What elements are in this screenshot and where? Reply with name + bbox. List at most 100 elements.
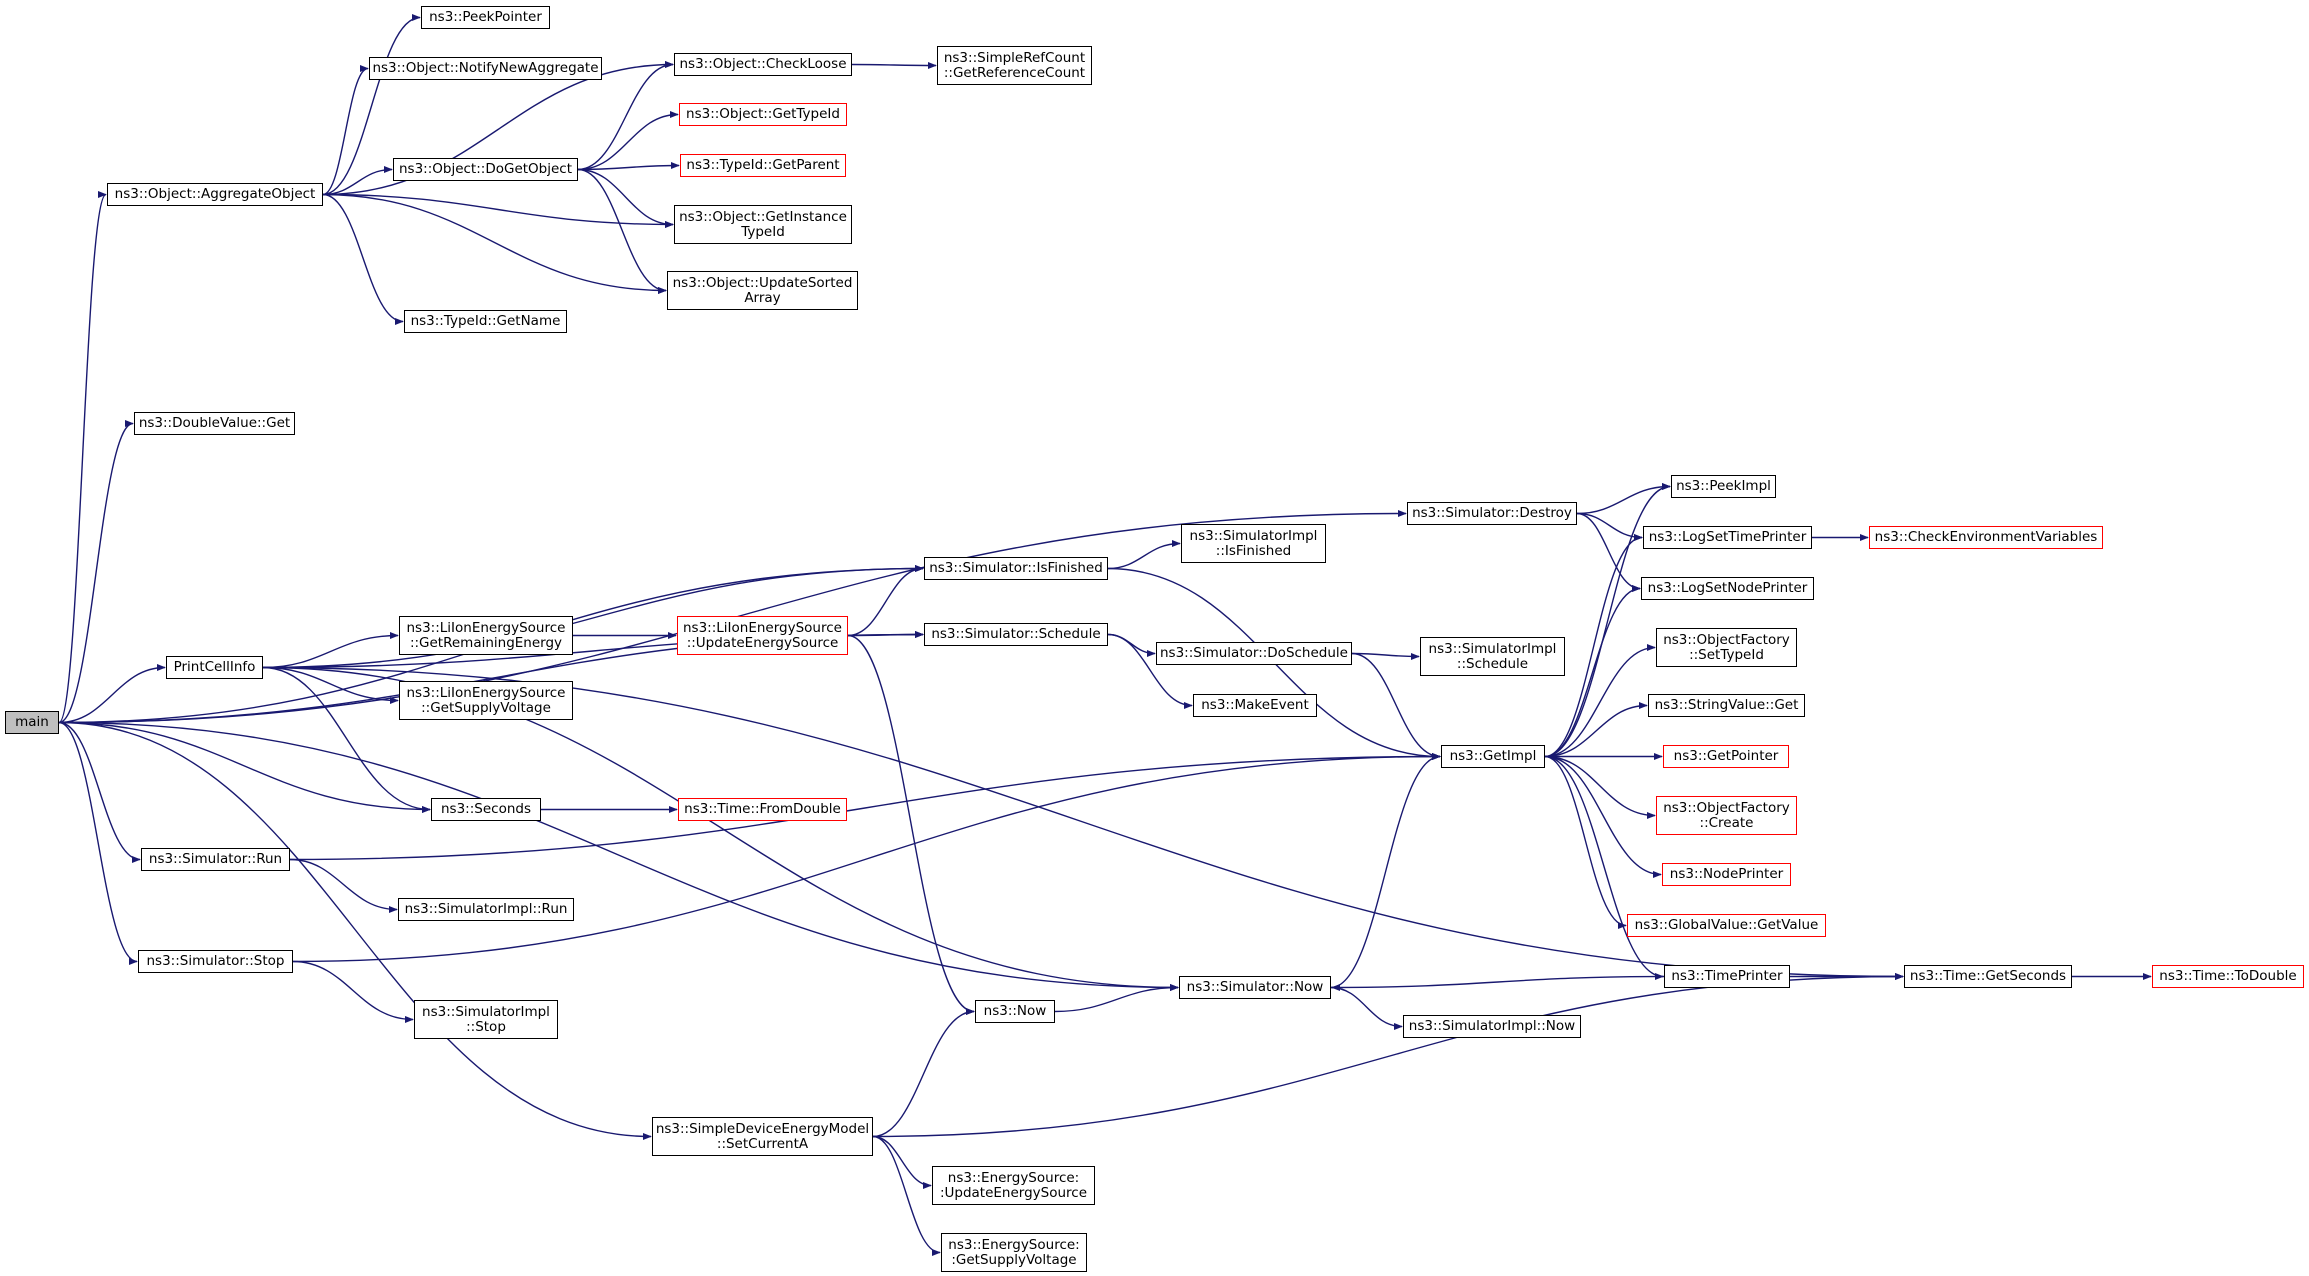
call-edge-aggregate-to-peekpointer [322,13,421,196]
node-node-printer[interactable]: ns3::NodePrinter [1662,863,1791,886]
call-edge-getimpl-to-ofcreate [1544,755,1656,820]
call-edge-simnow-to-getimpl [1330,752,1441,989]
node-typeid-get-name[interactable]: ns3::TypeId::GetName [404,310,567,333]
node-time-from-double[interactable]: ns3::Time::FromDouble [678,798,847,821]
call-edge-schedule-to-doschedule [1107,633,1156,658]
call-edge-simrun-to-simimplrun [289,858,398,914]
call-edge-dogetobject-to-updatesorted [577,168,667,295]
call-edge-setcurrenta-to-esgetsupply [872,1135,941,1257]
node-simulator-impl-now[interactable]: ns3::SimulatorImpl::Now [1403,1015,1581,1038]
call-edge-destroy-to-logsetnode [1576,512,1641,593]
call-edge-aggregate-to-dogetobject [322,165,393,196]
node-time-printer[interactable]: ns3::TimePrinter [1664,965,1790,988]
call-edge-getimpl-to-globalvalue [1544,755,1627,930]
node-simulator-schedule[interactable]: ns3::Simulator::Schedule [924,623,1108,646]
node-get-pointer[interactable]: ns3::GetPointer [1663,745,1789,768]
node-simulator-destroy[interactable]: ns3::Simulator::Destroy [1407,502,1577,525]
node-do-get-object[interactable]: ns3::Object::DoGetObject [393,158,578,181]
call-edge-now-to-simnow [1054,983,1179,1013]
call-edge-simstop-to-simimplstop [292,960,414,1024]
node-check-loose[interactable]: ns3::Object::CheckLoose [674,53,852,76]
node-get-parent[interactable]: ns3::TypeId::GetParent [680,154,846,177]
call-edge-updateenergy-to-schedule [847,630,924,639]
call-edge-getimpl-to-timeprinter [1544,755,1664,981]
node-energy-source-update[interactable]: ns3::EnergySource::UpdateEnergySource [932,1166,1095,1205]
node-simulator-now[interactable]: ns3::Simulator::Now [1179,976,1331,999]
node-aggregate-object[interactable]: ns3::Object::AggregateObject [107,183,323,206]
call-edge-timeprinter-to-simnow [1331,975,1665,992]
node-get-type-id[interactable]: ns3::Object::GetTypeId [679,103,847,126]
call-edge-aggregate-to-updatesorted [322,193,667,295]
call-edge-printcellinfo-to-seconds [262,666,431,814]
call-edge-aggregate-to-getinstancetypeid [322,193,674,229]
node-now[interactable]: ns3::Now [975,1000,1055,1023]
node-double-value-get[interactable]: ns3::DoubleValue::Get [134,412,295,435]
call-edge-main-to-aggregate [58,191,107,724]
call-edge-setcurrenta-to-now [872,1007,975,1138]
node-notify-new-aggregate[interactable]: ns3::Object::NotifyNewAggregate [369,57,602,80]
node-make-event[interactable]: ns3::MakeEvent [1193,694,1317,717]
node-get-supply-voltage[interactable]: ns3::LiIonEnergySource::GetSupplyVoltage [399,681,573,720]
call-edge-main-to-simstop [58,721,138,966]
node-time-get-seconds[interactable]: ns3::Time::GetSeconds [1904,965,2072,988]
node-get-impl[interactable]: ns3::GetImpl [1441,745,1545,768]
node-global-value-get-value[interactable]: ns3::GlobalValue::GetValue [1627,914,1826,937]
call-edge-dogetobject-to-getinstancetypeid [577,168,674,229]
call-edge-schedule-to-makeevent [1107,633,1193,710]
call-edge-main-to-setcurrenta [58,721,652,1141]
call-edge-aggregate-to-notifynew [322,64,369,196]
node-simulator-impl-run[interactable]: ns3::SimulatorImpl::Run [398,898,574,921]
node-simulator-impl-schedule[interactable]: ns3::SimulatorImpl::Schedule [1420,637,1565,676]
node-update-energy-source[interactable]: ns3::LiIonEnergySource::UpdateEnergySour… [677,616,848,655]
call-edge-main-to-simnow [58,721,1179,992]
node-simulator-do-schedule[interactable]: ns3::Simulator::DoSchedule [1156,642,1352,665]
node-log-set-node-printer[interactable]: ns3::LogSetNodePrinter [1641,577,1814,600]
call-edge-simrun-to-getimpl [289,752,1441,861]
node-simulator-run[interactable]: ns3::Simulator::Run [141,848,290,871]
node-print-cell-info[interactable]: PrintCellInfo [166,656,263,679]
call-edge-getimpl-to-logsetnode [1544,584,1641,758]
call-edge-dogetobject-to-gettypeid [577,110,679,171]
node-simulator-is-finished[interactable]: ns3::Simulator::IsFinished [924,557,1108,580]
call-edge-printcellinfo-to-isfinished [262,564,924,669]
node-check-environment-variables[interactable]: ns3::CheckEnvironmentVariables [1869,526,2103,549]
call-edge-simstop-to-getimpl [292,752,1441,963]
call-edge-main-to-printcellinfo [58,663,166,724]
call-edge-dogetobject-to-getparent [577,161,680,171]
call-edge-isfinished-to-simimplisfinished [1107,539,1181,570]
node-string-value-get[interactable]: ns3::StringValue::Get [1648,694,1805,717]
node-simulator-impl-is-finished[interactable]: ns3::SimulatorImpl::IsFinished [1181,524,1326,563]
call-edge-checkloose-to-simplerefcount [851,61,937,70]
call-edge-printcellinfo-to-getremaining [262,631,399,669]
node-get-remaining-energy[interactable]: ns3::LiIonEnergySource::GetRemainingEner… [399,616,573,655]
node-main: main [5,711,59,734]
call-edge-dogetobject-to-checkloose [577,60,674,171]
node-peek-impl[interactable]: ns3::PeekImpl [1671,475,1776,498]
call-edge-getimpl-to-nodeprinter [1544,755,1662,879]
call-edge-simnow-to-simimplnow [1330,986,1403,1031]
node-object-factory-create[interactable]: ns3::ObjectFactory::Create [1656,796,1797,835]
node-object-factory-set-type-id[interactable]: ns3::ObjectFactory::SetTypeId [1656,628,1797,667]
node-log-set-time-printer[interactable]: ns3::LogSetTimePrinter [1643,526,1812,549]
node-simulator-stop[interactable]: ns3::Simulator::Stop [138,950,293,973]
call-edge-doschedule-to-getimpl [1351,652,1441,761]
node-set-current-a[interactable]: ns3::SimpleDeviceEnergyModel::SetCurrent… [652,1117,873,1156]
node-simulator-impl-stop[interactable]: ns3::SimulatorImpl::Stop [414,1000,558,1039]
node-peek-pointer[interactable]: ns3::PeekPointer [421,6,550,29]
call-edge-getimpl-to-settypeid [1544,643,1656,758]
node-time-to-double[interactable]: ns3::Time::ToDouble [2152,965,2304,988]
call-edge-aggregate-to-checkloose [322,60,674,196]
call-edge-doschedule-to-simimplschedule [1351,652,1420,661]
call-edge-main-to-simrun [58,721,141,864]
node-energy-source-get-supply[interactable]: ns3::EnergySource::GetSupplyVoltage [941,1233,1087,1272]
call-edge-printcellinfo-to-getsupplyvoltage [262,666,399,705]
call-edge-main-to-doublevalue [58,419,134,724]
call-edge-aggregate-to-getname [322,193,404,326]
node-simple-ref-count[interactable]: ns3::SimpleRefCount::GetReferenceCount [937,46,1092,85]
node-seconds[interactable]: ns3::Seconds [431,798,541,821]
call-edge-destroy-to-peekimpl [1576,482,1671,515]
